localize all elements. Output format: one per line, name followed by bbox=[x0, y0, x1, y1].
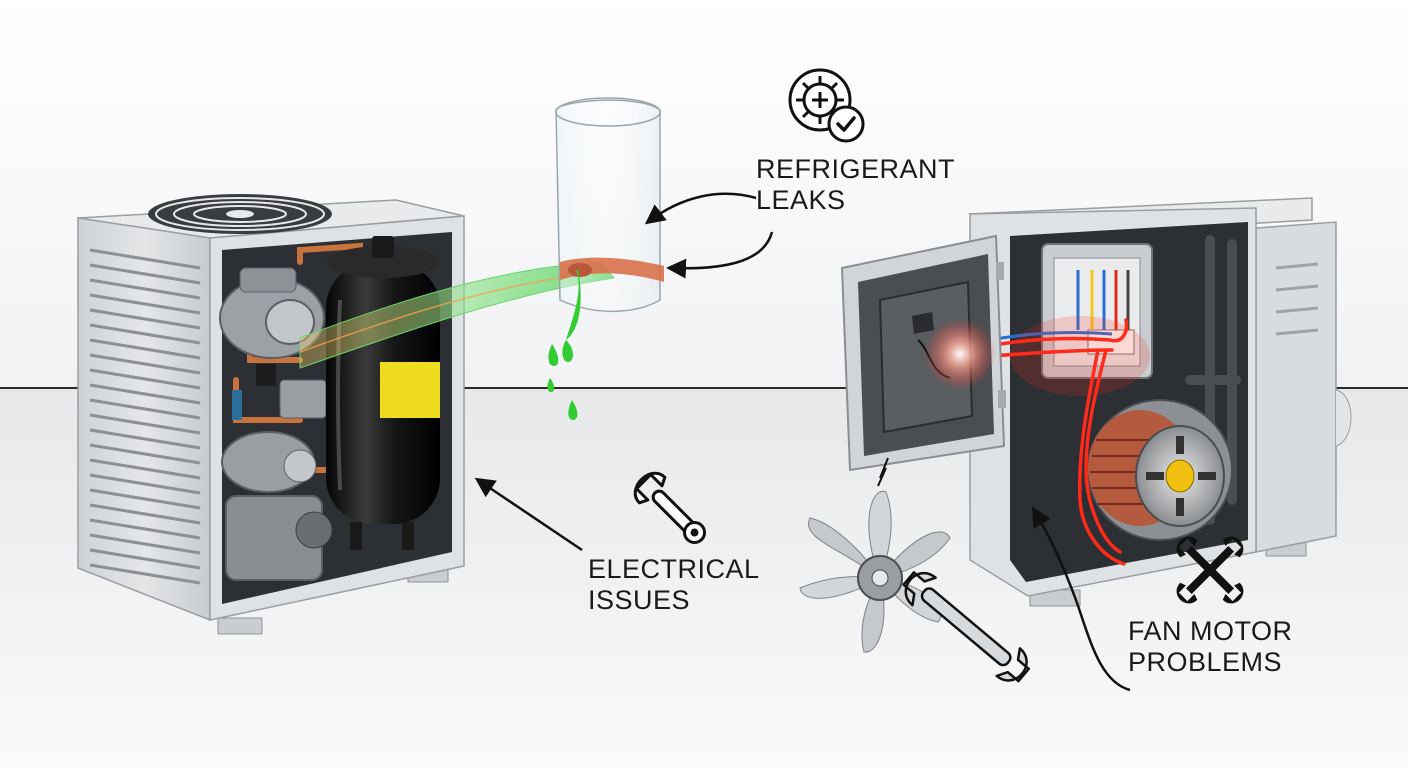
leaking-pipe-cutaway bbox=[547, 97, 664, 420]
compressor-sticker bbox=[380, 362, 440, 418]
right-ac-unit bbox=[840, 197, 1352, 607]
leak-drips bbox=[547, 270, 581, 420]
electrical-arrow bbox=[474, 477, 583, 552]
crossed-wrenches-icon bbox=[1176, 536, 1244, 604]
valve-assemblies bbox=[219, 267, 333, 581]
spark-glow bbox=[924, 318, 996, 390]
electrical-label-line-2: ISSUES bbox=[588, 585, 691, 615]
fan-motor-label-line-2: PROBLEMS bbox=[1128, 647, 1283, 677]
refrigerant-arrow-2 bbox=[666, 231, 774, 279]
refrigerant-arrow-1 bbox=[644, 192, 757, 225]
electrical-label-line-1: ELECTRICAL bbox=[588, 554, 760, 584]
wrench-icon bbox=[633, 471, 707, 545]
refrigerant-label-line-1: REFRIGERANT bbox=[756, 154, 956, 184]
wrench-tool bbox=[902, 571, 1031, 683]
compressor bbox=[326, 236, 440, 550]
left-ac-unit bbox=[77, 194, 465, 635]
fan-motor bbox=[1087, 399, 1233, 541]
fan-motor-label-line-1: FAN MOTOR bbox=[1128, 616, 1293, 646]
fan-motor-problems-label: FAN MOTOR PROBLEMS bbox=[1128, 616, 1293, 678]
refrigerant-label-line-2: LEAKS bbox=[756, 185, 846, 215]
top-fan bbox=[148, 194, 332, 234]
refrigerant-leaks-label: REFRIGERANT LEAKS bbox=[756, 154, 955, 216]
fan-motor-arrow bbox=[1031, 506, 1131, 692]
electrical-issues-label: ELECTRICAL ISSUES bbox=[588, 554, 760, 616]
virus-check-icon bbox=[788, 68, 865, 143]
side-grille bbox=[89, 248, 201, 585]
